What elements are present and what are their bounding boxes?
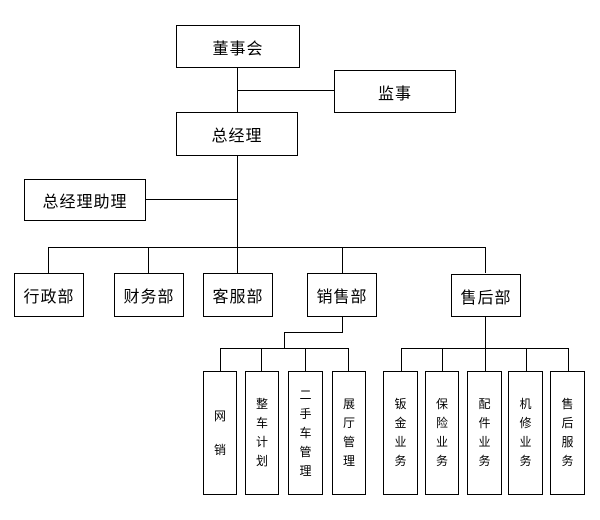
connector-stub-aftersales (485, 247, 486, 273)
node-aftersales-unit-sheet-metal: 钣金业务 (383, 371, 418, 495)
connector-stub-finance (148, 247, 149, 273)
node-sales-unit-vehicle-planning: 整车计划 (245, 371, 279, 495)
connector-aftersales-drop (485, 316, 486, 349)
connector-board-supervisor (237, 90, 334, 91)
node-dept-admin: 行政部 (14, 273, 84, 317)
node-label: 配件业务 (478, 397, 491, 468)
connector-stub-sales-unit-4 (348, 348, 349, 371)
node-general-manager: 总经理 (176, 112, 298, 156)
node-dept-sales: 销售部 (307, 273, 377, 317)
node-label: 客服部 (212, 289, 264, 306)
connector-aftersales-rail (401, 348, 568, 349)
node-supervisor: 监事 (334, 70, 456, 113)
node-label: 销售部 (316, 289, 368, 306)
node-dept-service: 客服部 (203, 273, 273, 317)
node-dept-aftersales: 售后部 (451, 274, 521, 317)
node-sales-unit-used-car: 二手车管理 (288, 371, 323, 495)
node-label: 董事会 (212, 40, 264, 58)
node-dept-finance: 财务部 (114, 273, 184, 317)
node-label: 总经理助理 (42, 194, 128, 211)
connector-stub-service (237, 247, 238, 273)
node-sales-unit-showroom: 展厅管理 (332, 371, 366, 495)
connector-sales-drop2 (284, 332, 285, 349)
connector-sales-jog (284, 332, 343, 333)
node-gm-assistant: 总经理助理 (24, 179, 146, 221)
connector-stub-sales-unit-2 (261, 348, 262, 371)
connector-stub-admin (48, 247, 49, 273)
connector-stub-sales (342, 247, 343, 273)
node-label: 监事 (377, 85, 412, 103)
node-label: 展厅管理 (343, 397, 356, 468)
connector-gm-departments (237, 156, 238, 248)
node-aftersales-unit-mechanical: 机修业务 (508, 371, 543, 495)
node-sales-unit-online: 网销 (203, 371, 237, 495)
node-label: 整车计划 (256, 397, 269, 468)
node-aftersales-unit-parts: 配件业务 (467, 371, 502, 495)
node-label: 总经理 (211, 128, 263, 145)
connector-sales-rail (220, 348, 349, 349)
connector-gm-assistant (146, 199, 238, 200)
node-aftersales-unit-service: 售后服务 (550, 371, 585, 495)
node-board: 董事会 (176, 25, 300, 68)
node-aftersales-unit-insurance: 保险业务 (425, 371, 459, 495)
node-label: 机修业务 (519, 397, 532, 468)
node-label: 售后服务 (561, 397, 574, 468)
connector-stub-sales-unit-3 (305, 348, 306, 371)
connector-departments-rail (48, 247, 486, 248)
node-label: 二手车管理 (299, 387, 312, 478)
node-label: 钣金业务 (394, 397, 407, 468)
node-label: 售后部 (460, 289, 512, 307)
node-label: 保险业务 (436, 397, 449, 468)
connector-stub-aftersales-2 (442, 348, 443, 371)
connector-stub-aftersales-5 (568, 348, 569, 371)
node-label: 网销 (214, 409, 227, 457)
connector-sales-drop1 (342, 316, 343, 333)
connector-stub-aftersales-4 (526, 348, 527, 371)
connector-stub-aftersales-1 (401, 348, 402, 371)
connector-stub-aftersales-3 (485, 348, 486, 371)
node-label: 财务部 (123, 289, 175, 306)
connector-stub-sales-unit-1 (220, 348, 221, 371)
node-label: 行政部 (23, 289, 75, 306)
